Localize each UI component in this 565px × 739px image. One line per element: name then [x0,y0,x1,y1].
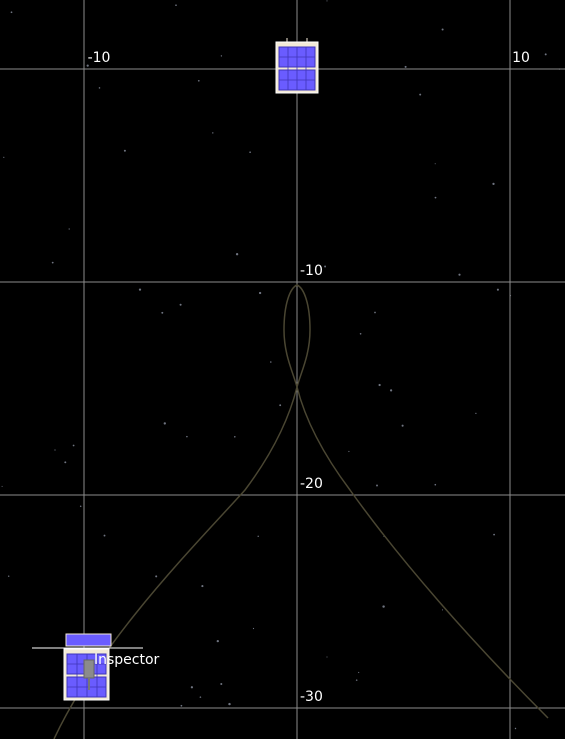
x-tick-label: -10 [88,50,111,66]
y-tick-label: -10 [300,263,323,279]
star [492,182,495,186]
star [382,605,385,608]
y-axis-tick-labels: -10 -20 -30 [300,263,323,705]
star [7,575,10,577]
star [155,575,158,578]
star [161,311,164,314]
star [138,288,142,291]
star [404,65,407,68]
inspector-satellite[interactable]: Inspector [32,633,160,701]
inspector-sensor-box [83,659,95,679]
star [358,671,360,674]
star [220,55,223,57]
star [376,484,378,487]
star [496,288,499,291]
star [1,485,3,487]
star-field [1,0,561,730]
star [434,163,436,165]
star [441,609,444,611]
inspector-solar-wing [65,633,112,647]
star [98,87,101,89]
star [64,461,67,464]
star [201,585,204,588]
star [190,686,194,689]
star [103,534,106,537]
star [270,361,272,363]
star [216,639,219,643]
star [72,444,75,447]
star [419,93,422,96]
star [252,627,255,630]
star [401,424,404,427]
star [359,332,362,335]
y-tick-label: -20 [300,476,323,492]
star [10,11,13,14]
star [378,383,381,387]
star [123,149,126,152]
star [235,253,239,256]
star [374,311,376,314]
star [179,303,182,306]
star [199,696,202,698]
star [249,151,251,154]
star [228,702,231,706]
star [544,53,547,56]
star [493,533,495,536]
star [258,291,262,295]
star [458,273,461,276]
star [51,261,54,264]
star [163,422,166,425]
x-tick-label: 10 [512,50,530,66]
star [324,265,327,268]
star [220,682,223,686]
star [355,679,358,681]
star [389,389,393,392]
star [514,727,517,730]
star [54,449,56,451]
star [434,196,437,199]
star [279,404,282,407]
star [180,704,183,707]
star [186,435,188,438]
star [434,483,437,486]
inspector-label: Inspector [94,652,160,668]
star [348,450,350,453]
star [234,436,236,438]
star [197,79,200,82]
star [212,132,214,134]
star [326,656,328,658]
inspector-trajectory-path [53,284,549,739]
star [326,0,328,2]
star [441,28,444,31]
star [79,505,82,508]
target-satellite[interactable] [275,38,319,94]
star [175,4,177,7]
star [68,228,70,230]
star [257,535,259,538]
star [475,412,477,415]
star [3,156,5,158]
star [86,64,89,67]
y-tick-label: -30 [300,689,323,705]
